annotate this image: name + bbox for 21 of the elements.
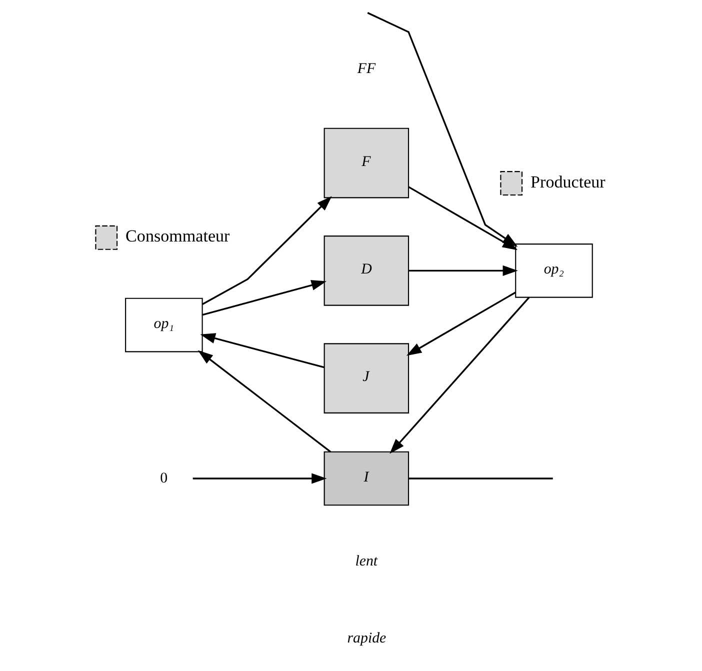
arrow [408,265,518,276]
arrow [406,292,516,356]
arrow [200,333,324,368]
node-box: D [323,236,409,306]
label: rapide [346,630,386,646]
node-box: op₂ [514,244,592,298]
arrow [192,473,326,484]
legend-label: Consommateur [125,226,230,246]
arrow [389,296,530,454]
arrow [202,280,326,316]
connector [408,478,552,480]
node-box: op₁ [124,298,202,352]
node-box: I [323,451,409,506]
node-text: 0 [160,470,168,486]
legend-label: Producteur [530,172,605,192]
arrow [197,350,331,452]
node-box: F [323,128,409,198]
label: lent [354,554,378,570]
label: FF [356,61,376,78]
arrow [202,196,332,305]
node-box: J [323,343,409,414]
